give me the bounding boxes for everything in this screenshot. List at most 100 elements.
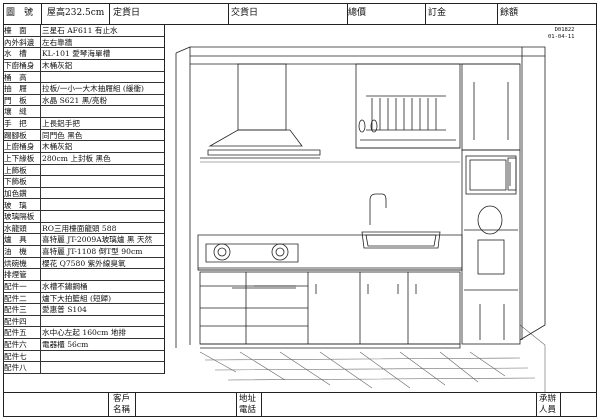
spec-label: 手 把 — [4, 119, 27, 129]
spec-value[interactable]: 上長鋁手把 — [42, 119, 80, 129]
spec-label: 壤 縫 — [4, 107, 27, 117]
spec-label: 上廚桶身 — [4, 142, 35, 152]
spec-label: 下飾板 — [4, 177, 27, 187]
spec-row: 配件二爐下大拍籃組 (短歸) — [3, 293, 164, 305]
spec-value[interactable]: 水中心左起 160cm 地排 — [42, 328, 126, 338]
spec-label: 檯 面 — [4, 26, 27, 35]
header-bar: 圖 號 屋高232.5cm 定貨日 交貨日 總價 訂金 餘額 — [3, 3, 597, 25]
deposit-label: 訂金 — [428, 8, 447, 18]
microwave — [507, 157, 517, 191]
spec-label: 油 機 — [4, 247, 27, 257]
total-price-label: 總價 — [348, 8, 367, 18]
spec-value[interactable]: 水槽不鏽鋼桶 — [42, 281, 88, 291]
spec-row: 爐 具 喜特麗 JT-2009A玻璃爐 黑 天然 — [3, 234, 164, 247]
spec-row: 壤 縫 — [3, 106, 164, 119]
left-side-panel — [175, 46, 546, 348]
spec-row: 配件六 電器櫃 56cm — [3, 339, 164, 351]
spec-row: 手 把 上長鋁手把 — [3, 118, 164, 130]
sink — [361, 193, 441, 249]
spec-value[interactable]: 左右靠牆 — [42, 37, 73, 47]
spec-row: 下飾板 — [3, 176, 164, 188]
spec-label: 配件七 — [4, 351, 27, 361]
spec-label: 加色鑽 — [4, 188, 27, 198]
delivery-date-label: 交貨日 — [231, 8, 259, 18]
ceiling-lines — [190, 56, 546, 341]
spec-row: 桶 高 — [3, 72, 164, 84]
spec-value[interactable]: 木桶灰鋁 — [42, 142, 73, 152]
balance-label: 餘額 — [500, 8, 519, 18]
drawing-code-date: 01-04-11 — [548, 34, 575, 40]
upper-cabinets — [355, 63, 521, 151]
spec-label: 配件六 — [4, 340, 27, 350]
spec-row: 檯 面 三星石 AF611 有止水 — [3, 25, 164, 37]
spec-value[interactable]: KL-101 愛琴海單槽 — [42, 49, 111, 59]
floor-tiles — [199, 324, 546, 392]
spec-value[interactable]: 水晶 S621 黑/亮粉 — [42, 95, 108, 105]
address-phone-label: 地址電話 — [239, 394, 257, 415]
range-hood — [200, 63, 321, 159]
spec-row: 排煙管 — [3, 269, 164, 281]
spec-label: 爐 具 — [4, 235, 27, 245]
spec-row: 上下緣板 280cm 上封板 黑色 — [3, 153, 164, 165]
spec-label: 配件五 — [4, 328, 27, 338]
drawing-number-label: 圖 號 — [6, 8, 34, 18]
spec-row: 配件三 愛惠普 S104 — [3, 304, 164, 316]
spec-row: 門 板 水晶 S621 黑/亮粉 — [3, 95, 164, 107]
spec-label: 內外斜邊 — [4, 37, 35, 47]
spec-label: 水龍頭 — [4, 223, 27, 233]
spec-label: 桶 高 — [4, 72, 27, 82]
handler-label: 承辦人員 — [539, 394, 557, 415]
spec-value[interactable]: 喜特麗 JT-1108 倒T型 90cm — [42, 247, 143, 257]
appliance-cabinet — [461, 149, 521, 345]
customer-name-label: 客戶名稱 — [113, 394, 131, 415]
spec-label: 踢腳板 — [4, 130, 27, 140]
kickboard — [200, 343, 461, 349]
spec-row: 配件一水槽不鏽鋼桶 — [3, 281, 164, 293]
spec-label: 門 板 — [4, 95, 27, 105]
spec-row: 水龍頭 RO三用檯面龍頭 588 — [3, 223, 164, 235]
ceiling-height: 屋高232.5cm — [47, 8, 105, 18]
spec-row: 配件八 — [3, 362, 164, 374]
spec-row: 烘碗機 櫻花 Q7580 紫外線臭氧 — [3, 258, 164, 270]
spec-label: 下廚桶身 — [4, 60, 35, 70]
spec-row: 水 槽 KL-101 愛琴海單槽 — [3, 48, 164, 60]
spec-row: 上飾板 — [3, 165, 164, 177]
spec-label: 烘碗機 — [4, 258, 27, 268]
spec-value[interactable]: RO三用檯面龍頭 588 — [42, 223, 117, 233]
spec-row: 內外斜邊左右靠牆 — [3, 37, 164, 49]
lower-cabinets — [199, 271, 461, 345]
spec-value[interactable]: 同門色 黑色 — [42, 130, 83, 140]
spec-row: 配件五 水中心左起 160cm 地排 — [3, 327, 164, 340]
spec-value[interactable]: 電器櫃 56cm — [42, 340, 89, 350]
drawing-code-number: D01822 — [554, 27, 575, 33]
spec-label: 水 槽 — [4, 49, 27, 59]
spec-value[interactable]: 櫻花 Q7580 紫外線臭氧 — [42, 258, 126, 268]
spec-row: 玻璃隔板 — [3, 211, 164, 223]
spec-row: 玻 璃 — [3, 200, 164, 212]
order-date-label: 定貨日 — [113, 8, 141, 18]
spec-value[interactable]: 三星石 AF611 有止水 — [42, 26, 118, 35]
spec-label: 配件三 — [4, 305, 27, 315]
spec-row: 配件四 — [3, 316, 164, 328]
spec-label: 配件四 — [4, 316, 27, 326]
spec-label: 配件八 — [4, 363, 27, 373]
dish-rack — [358, 95, 446, 133]
spec-value[interactable]: 喜特麗 JT-2009A玻璃爐 黑 天然 — [42, 235, 153, 245]
spec-value[interactable]: 爐下大拍籃組 (短歸) — [42, 293, 112, 303]
spec-label: 抽 屜 — [4, 84, 27, 94]
spec-row: 油 機 喜特麗 JT-1108 倒T型 90cm — [3, 246, 164, 258]
spec-value[interactable]: 木桶灰鋁 — [42, 60, 73, 70]
drawing-code: D01822 01-04-11 — [548, 27, 575, 41]
countertop — [197, 234, 463, 271]
spec-label: 玻 璃 — [4, 200, 27, 210]
spec-row: 抽 屜 拉板/一小一大木抽屜組 (緩衝) — [3, 83, 164, 95]
spec-row: 上廚桶身木桶灰鋁 — [3, 141, 164, 153]
spec-value[interactable]: 280cm 上封板 黑色 — [42, 153, 111, 163]
spec-value[interactable]: 拉板/一小一大木抽屜組 (緩衝) — [42, 84, 145, 94]
spec-row: 下廚桶身木桶灰鋁 — [3, 60, 164, 72]
spec-row: 加色鑽 — [3, 188, 164, 200]
spec-value[interactable]: 愛惠普 S104 — [42, 305, 87, 315]
spec-label: 上下緣板 — [4, 153, 35, 163]
spec-label: 玻璃隔板 — [4, 212, 35, 222]
spec-label: 上飾板 — [4, 165, 27, 175]
